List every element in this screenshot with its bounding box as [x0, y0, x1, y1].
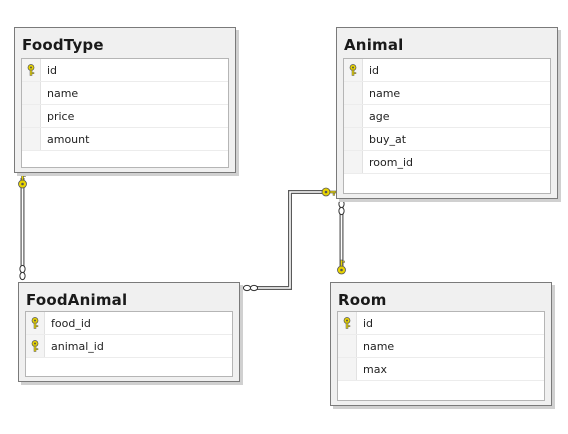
primary-key-icon	[349, 64, 357, 76]
column-name: age	[369, 110, 390, 123]
table-foodanimal[interactable]: FoodAnimal food_id animal_id	[18, 282, 240, 382]
primary-key-icon	[31, 317, 39, 329]
key-icon	[337, 259, 346, 275]
column-row[interactable]: id	[338, 312, 544, 335]
column-row[interactable]: age	[344, 105, 550, 128]
column-row[interactable]: buy_at	[344, 128, 550, 151]
primary-key-icon	[27, 64, 35, 76]
column-list: id name max	[337, 311, 545, 401]
table-foodtype[interactable]: FoodType id name price amount	[14, 27, 236, 173]
column-name: room_id	[369, 156, 413, 169]
relation-animal-foodanimal[interactable]	[256, 190, 322, 290]
column-name: name	[369, 87, 401, 100]
column-list: id name price amount	[21, 58, 229, 168]
column-name: name	[47, 87, 79, 100]
column-name: id	[363, 317, 374, 330]
key-icon	[321, 187, 337, 197]
column-row[interactable]: animal_id	[26, 335, 232, 358]
column-row[interactable]: amount	[22, 128, 228, 151]
column-list: food_id animal_id	[25, 311, 233, 377]
column-name: id	[369, 64, 380, 77]
primary-key-icon	[343, 317, 351, 329]
column-name: food_id	[51, 317, 91, 330]
column-name: price	[47, 110, 75, 123]
column-row[interactable]: name	[344, 82, 550, 105]
column-row[interactable]: id	[344, 59, 550, 82]
table-title: FoodType	[22, 36, 104, 54]
key-icon	[18, 173, 27, 189]
infinity-icon	[242, 284, 259, 292]
table-title: Room	[338, 291, 387, 309]
column-list: id name age buy_at room_id	[343, 58, 551, 194]
infinity-icon	[338, 199, 345, 216]
column-row[interactable]: id	[22, 59, 228, 82]
column-name: buy_at	[369, 133, 407, 146]
table-title: FoodAnimal	[26, 291, 128, 309]
column-name: amount	[47, 133, 90, 146]
column-row[interactable]: price	[22, 105, 228, 128]
column-name: max	[363, 363, 387, 376]
primary-key-icon	[31, 340, 39, 352]
column-name: animal_id	[51, 340, 104, 353]
column-row[interactable]: food_id	[26, 312, 232, 335]
table-room[interactable]: Room id name max	[330, 282, 552, 406]
column-row[interactable]: room_id	[344, 151, 550, 174]
column-row[interactable]: name	[338, 335, 544, 358]
column-name: id	[47, 64, 58, 77]
column-row[interactable]: name	[22, 82, 228, 105]
infinity-icon	[19, 264, 26, 281]
column-row[interactable]: max	[338, 358, 544, 381]
table-animal[interactable]: Animal id name age buy_at room_id	[336, 27, 558, 199]
column-name: name	[363, 340, 395, 353]
table-title: Animal	[344, 36, 404, 54]
